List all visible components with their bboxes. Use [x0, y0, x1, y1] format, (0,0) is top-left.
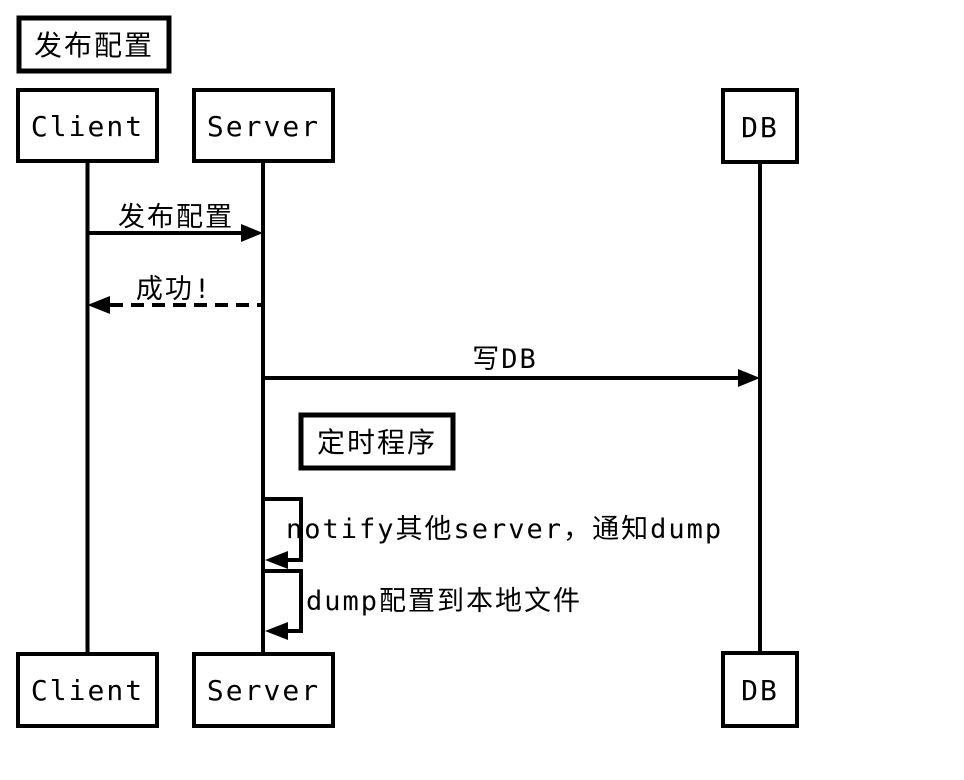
arrowhead-left-icon [87, 296, 110, 314]
actor-server-top-label: Server [207, 110, 320, 143]
arrowhead-right-icon [241, 224, 263, 242]
diagram-title: 发布配置 [34, 29, 154, 62]
actor-db-top-label: DB [741, 111, 779, 144]
actor-client-top-box [16, 88, 159, 163]
timer-label: 定时程序 [317, 426, 437, 459]
timer-box [298, 412, 456, 471]
actor-db-bottom-label: DB [741, 674, 779, 707]
actor-server-bottom-box [192, 652, 335, 728]
message-publish-label: 发布配置 [118, 202, 234, 233]
actor-db-bottom-box [721, 651, 799, 728]
actor-client-bottom-box [16, 652, 159, 728]
arrowhead-left-icon [265, 622, 288, 640]
actor-client-bottom-label: Client [31, 674, 144, 707]
self-message-dump-line [263, 569, 303, 633]
self-message-dump-label: dump配置到本地文件 [306, 586, 582, 617]
self-message-notify-line [263, 497, 303, 562]
title-box [16, 15, 172, 74]
actor-server-bottom-label: Server [207, 674, 320, 707]
message-success-label: 成功! [136, 274, 212, 305]
actor-client-top-label: Client [31, 110, 144, 143]
actor-server-top-box [192, 88, 335, 163]
arrowhead-left-icon [265, 551, 288, 569]
actor-db-top-box [721, 88, 799, 164]
self-message-notify-label: notify其他server，通知dump [286, 514, 723, 545]
message-writedb-label: 写DB [472, 344, 538, 375]
arrowhead-right-icon [738, 369, 760, 387]
